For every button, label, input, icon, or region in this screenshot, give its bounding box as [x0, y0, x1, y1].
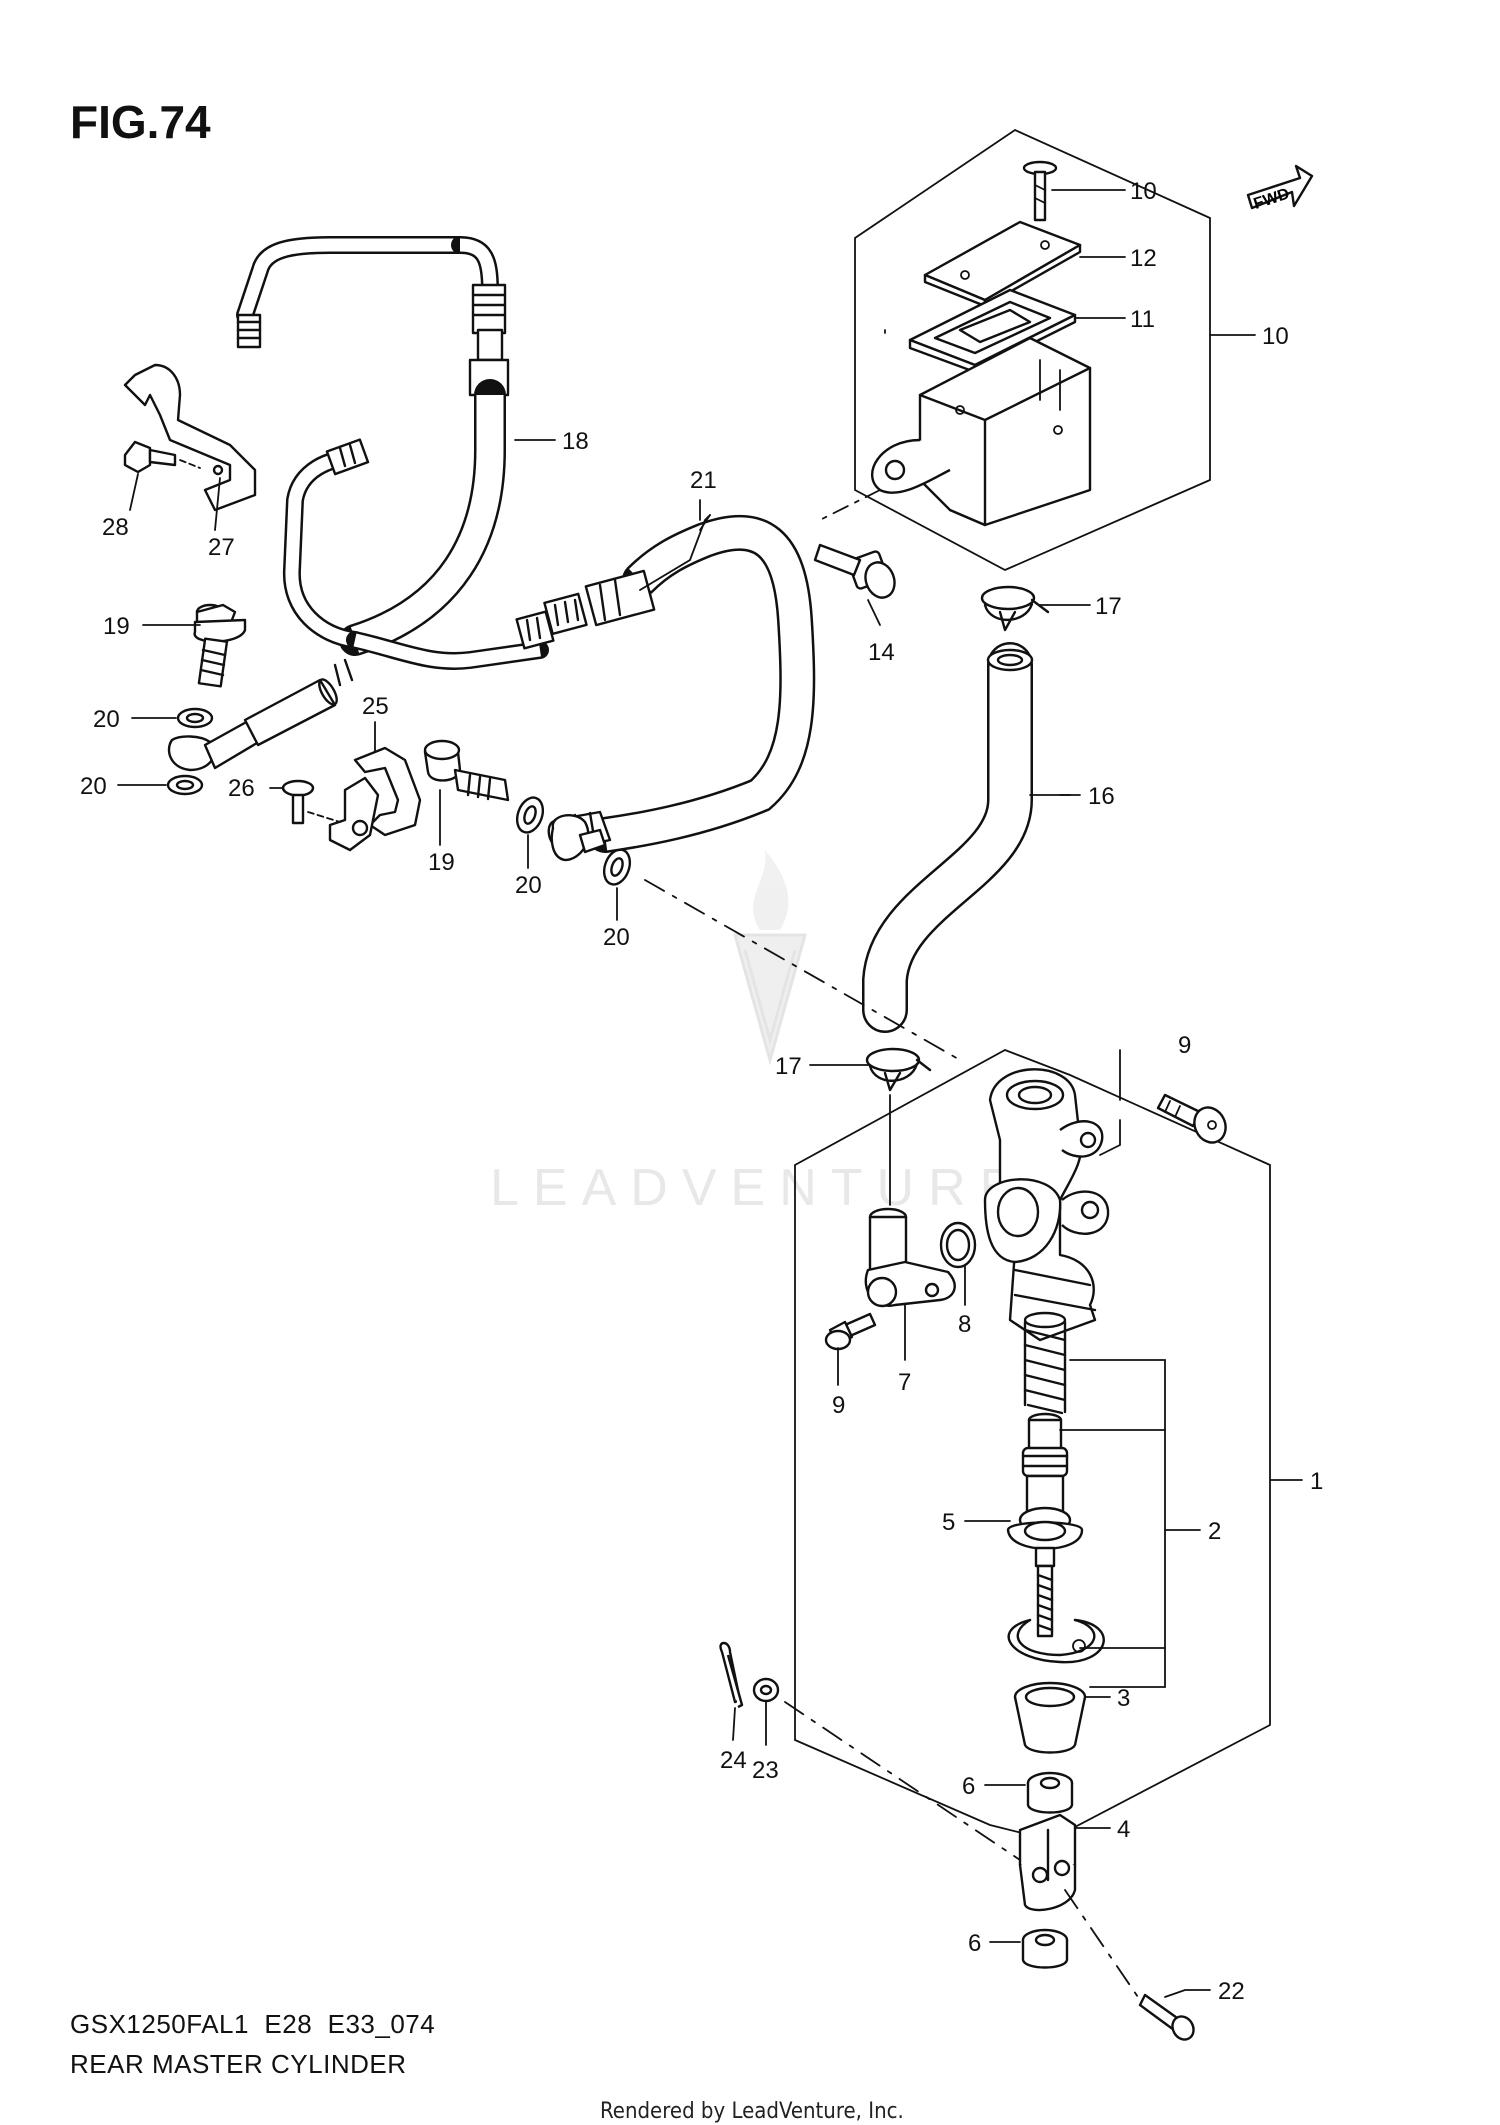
callout-17-upper: 17 [1095, 593, 1122, 620]
leader-dash-15 [819, 489, 881, 521]
part-banjo-left [167, 658, 354, 772]
part-7-fitting [864, 1207, 956, 1308]
callout-28: 28 [102, 514, 129, 541]
part-25-clip [328, 746, 422, 852]
part-spring [1023, 1311, 1067, 1415]
model-code: GSX1250FAL1 E28 E33_074 [70, 2009, 435, 2039]
part-22-pin [1138, 1993, 1195, 2041]
part-banjo-middle [550, 814, 607, 862]
callout-13: 12 [1130, 245, 1157, 272]
leader-lines [117, 189, 1303, 1998]
callout-17-lower: 17 [775, 1053, 802, 1080]
leader-dash-22 [1064, 1889, 1141, 2001]
callout-25: 25 [362, 693, 389, 720]
part-19-bolt-lower [423, 739, 510, 802]
part-5-pushrod [1006, 1506, 1084, 1638]
part-4-clevis [1018, 1813, 1077, 1912]
callout-16: 16 [1088, 783, 1115, 810]
callout-14: 10 [1130, 178, 1157, 205]
master-cylinder-frame [794, 1049, 1271, 1841]
part-20-washer-a [176, 707, 214, 729]
callout-27: 27 [208, 534, 235, 561]
part-17-clamp-upper [980, 585, 1050, 632]
callout-19-lower: 19 [428, 849, 455, 876]
callout-1: 1 [1310, 1468, 1323, 1495]
callout-6-lower: 6 [968, 1930, 981, 1957]
part-8-oring [939, 1221, 977, 1269]
callout-20-d: 20 [603, 924, 630, 951]
callout-20-b: 20 [80, 773, 107, 800]
callout-15: 14 [868, 639, 895, 666]
part-10-bolt [1156, 1093, 1227, 1144]
part-23-washer [752, 1677, 780, 1703]
part-19-bolt-upper [193, 603, 247, 688]
callout-4: 4 [1117, 1816, 1130, 1843]
part-27-bracket [123, 363, 257, 512]
part-14-screw [1022, 160, 1058, 222]
watermark: LEADVENTURE [490, 850, 1028, 1217]
callout-10: 9 [1178, 1032, 1191, 1059]
callout-11: 10 [1262, 323, 1289, 350]
part-9-bolt [824, 1312, 877, 1351]
callout-12: 11 [1130, 306, 1155, 333]
callout-20-c: 20 [515, 872, 542, 899]
bracket-2 [1059, 1359, 1201, 1688]
master-cylinder-body [983, 1068, 1110, 1342]
callout-21: 21 [690, 467, 717, 494]
leader-dash-23 [784, 1701, 1021, 1861]
render-credit: Rendered by LeadVenture, Inc. [600, 2099, 904, 2124]
callout-5: 5 [942, 1509, 955, 1536]
callout-2: 2 [1208, 1518, 1221, 1545]
part-20-washer-b [166, 774, 204, 796]
part-circlip [1007, 1618, 1105, 1664]
fwd-arrow-icon: FWD [1246, 164, 1314, 213]
part-17-clamp-lower [865, 1047, 932, 1092]
callout-26: 26 [228, 775, 255, 802]
callout-6-upper: 6 [962, 1773, 975, 1800]
part-28-bolt [123, 440, 201, 474]
part-20-washer-c [515, 796, 545, 834]
part-15-bolt [813, 543, 896, 599]
diagram-title: REAR MASTER CYLINDER [70, 2049, 407, 2079]
callout-18: 18 [562, 428, 589, 455]
part-3-boot [1013, 1681, 1087, 1754]
fwd-label: FWD [1252, 185, 1292, 212]
part-24-cotter-pin [719, 1641, 744, 1709]
part-6-nut-upper [1026, 1771, 1074, 1814]
part-26-screw [281, 779, 341, 825]
callout-3: 3 [1117, 1685, 1130, 1712]
callout-22: 22 [1218, 1978, 1245, 2005]
callout-labels: 10 12 11 10 14 17 16 9 17 8 7 9 1 2 5 3 … [80, 178, 1323, 2005]
part-11-reservoir [870, 336, 1092, 527]
part-16-hose [862, 642, 1034, 1033]
callout-19-upper: 19 [103, 613, 130, 640]
watermark-text: LEADVENTURE [490, 1159, 1028, 1217]
callout-9: 9 [832, 1392, 845, 1419]
callout-8: 8 [958, 1311, 971, 1338]
part-6-nut-lower [1021, 1928, 1069, 1969]
callout-20-a: 20 [93, 706, 120, 733]
part-18-brake-hose [236, 236, 549, 670]
callout-7: 7 [898, 1369, 911, 1396]
leader-dash-20 [644, 879, 961, 1061]
callout-24: 24 [720, 1747, 747, 1774]
reservoir-frame [854, 128, 1211, 571]
callout-23: 23 [752, 1757, 779, 1784]
figure-title: FIG.74 [70, 96, 211, 148]
